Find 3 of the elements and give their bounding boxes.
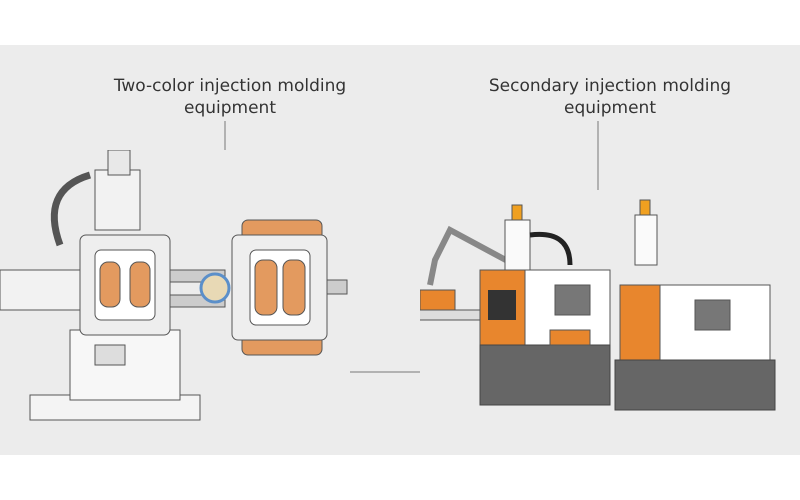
equipment-label: Two-color injection molding equipment (112, 75, 348, 119)
equipment-label: Secondary injection molding equipment (488, 75, 732, 119)
leader-line (224, 120, 226, 150)
